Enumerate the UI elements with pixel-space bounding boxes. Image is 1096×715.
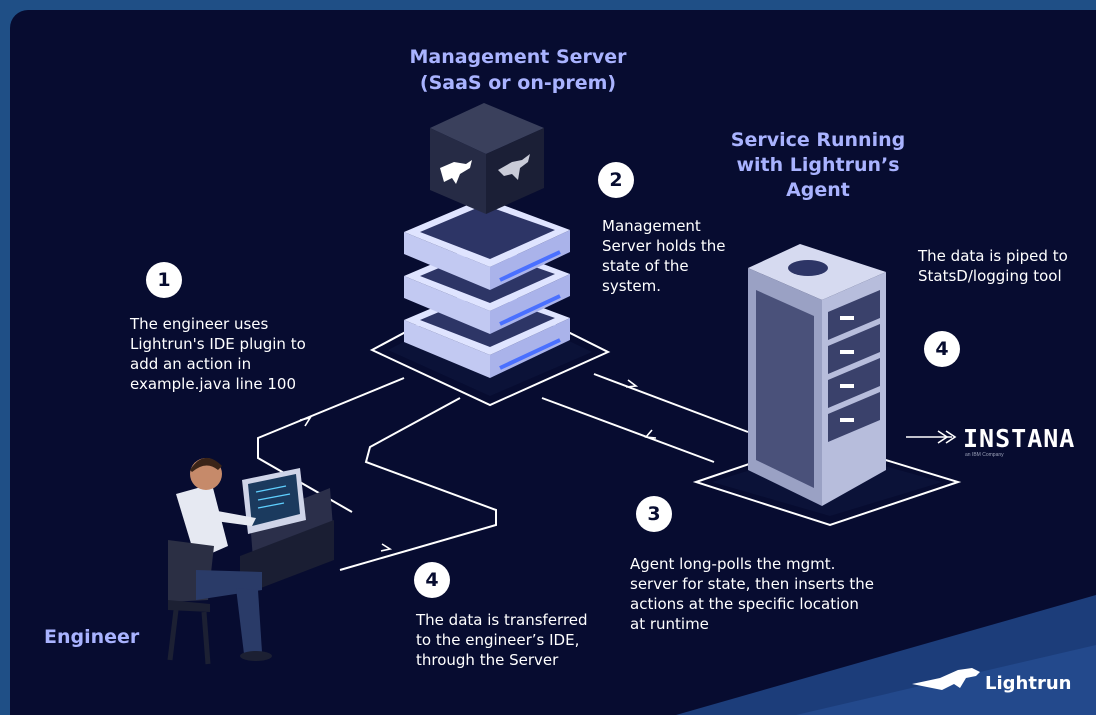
lightrun-cube	[430, 103, 544, 214]
step-3-badge: 3	[636, 496, 672, 532]
management-server-label: Management Server (SaaS or on-prem)	[409, 46, 627, 94]
step-3-text: Agent long-polls the mgmt. server for st…	[630, 555, 875, 633]
instana-arrow	[906, 430, 957, 444]
step-4-statsd-badge: 4	[924, 331, 960, 367]
path-agent-to-server	[541, 397, 715, 463]
step-2-text: Management Server holds the state of the…	[602, 217, 726, 295]
direction-arrows	[299, 379, 657, 552]
arrow-up-left	[299, 416, 312, 427]
instana-logo: INSTANA	[963, 424, 1076, 453]
tower-drive-marks	[840, 316, 854, 422]
engineer-label: Engineer	[44, 626, 140, 648]
step-1-text: The engineer uses Lightrun's IDE plugin …	[130, 315, 306, 393]
path-server-to-engineer	[339, 397, 497, 571]
lightrun-logo-right	[498, 154, 530, 180]
agent-tower	[748, 244, 886, 506]
engineer-figure	[167, 457, 334, 665]
step-4-ide-text: The data is transferred to the engineer’…	[416, 611, 588, 669]
path-server-to-agent	[593, 373, 749, 433]
laptop-code-lines	[255, 485, 291, 509]
arrow-down-left	[380, 543, 393, 552]
instana-subtitle: an IBM Company	[965, 452, 1004, 458]
step-4-statsd-text: The data is piped to StatsD/logging tool	[918, 247, 1068, 285]
path-engineer-to-server	[257, 377, 405, 513]
connection-lines	[257, 373, 749, 571]
step-2-badge: 2	[598, 162, 634, 198]
arrow-left	[644, 429, 657, 439]
arrow-right	[625, 379, 639, 388]
lightrun-logo-left	[440, 160, 472, 184]
tower-drives	[828, 290, 880, 442]
service-agent-label: Service Running with Lightrun’s Agent	[730, 129, 906, 201]
lightrun-brand: Lightrun	[985, 673, 1072, 694]
step-4-ide-badge: 4	[414, 562, 450, 598]
step-1-badge: 1	[146, 262, 182, 298]
lightrun-brand-icon	[912, 668, 980, 690]
server-stack	[404, 198, 570, 378]
